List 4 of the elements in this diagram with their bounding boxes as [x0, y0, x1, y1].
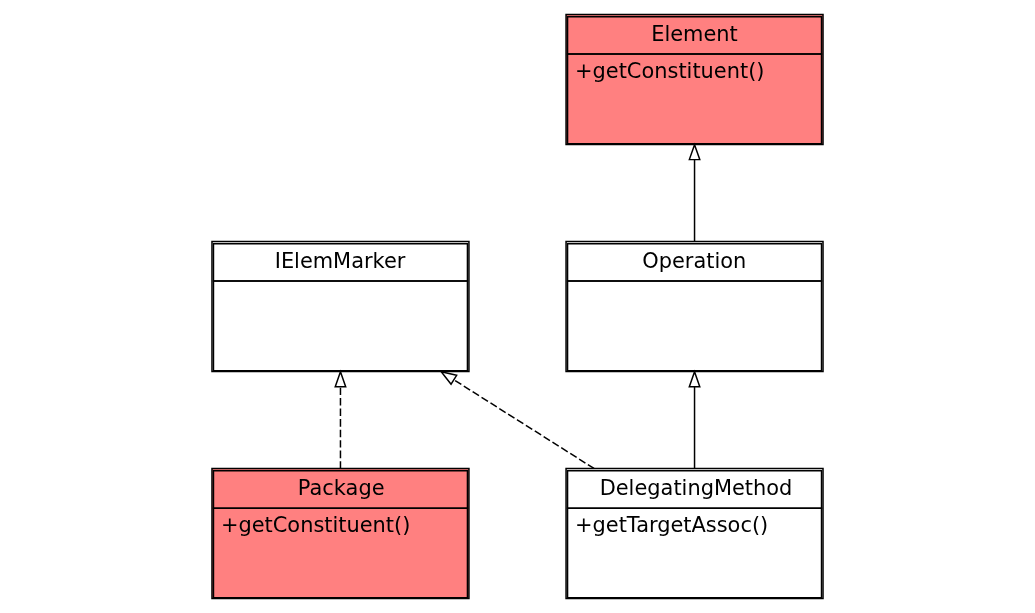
- arrow: [334, 369, 347, 470]
- arrow: [688, 369, 701, 470]
- arrow: [439, 370, 595, 470]
- arrow: [688, 142, 701, 243]
